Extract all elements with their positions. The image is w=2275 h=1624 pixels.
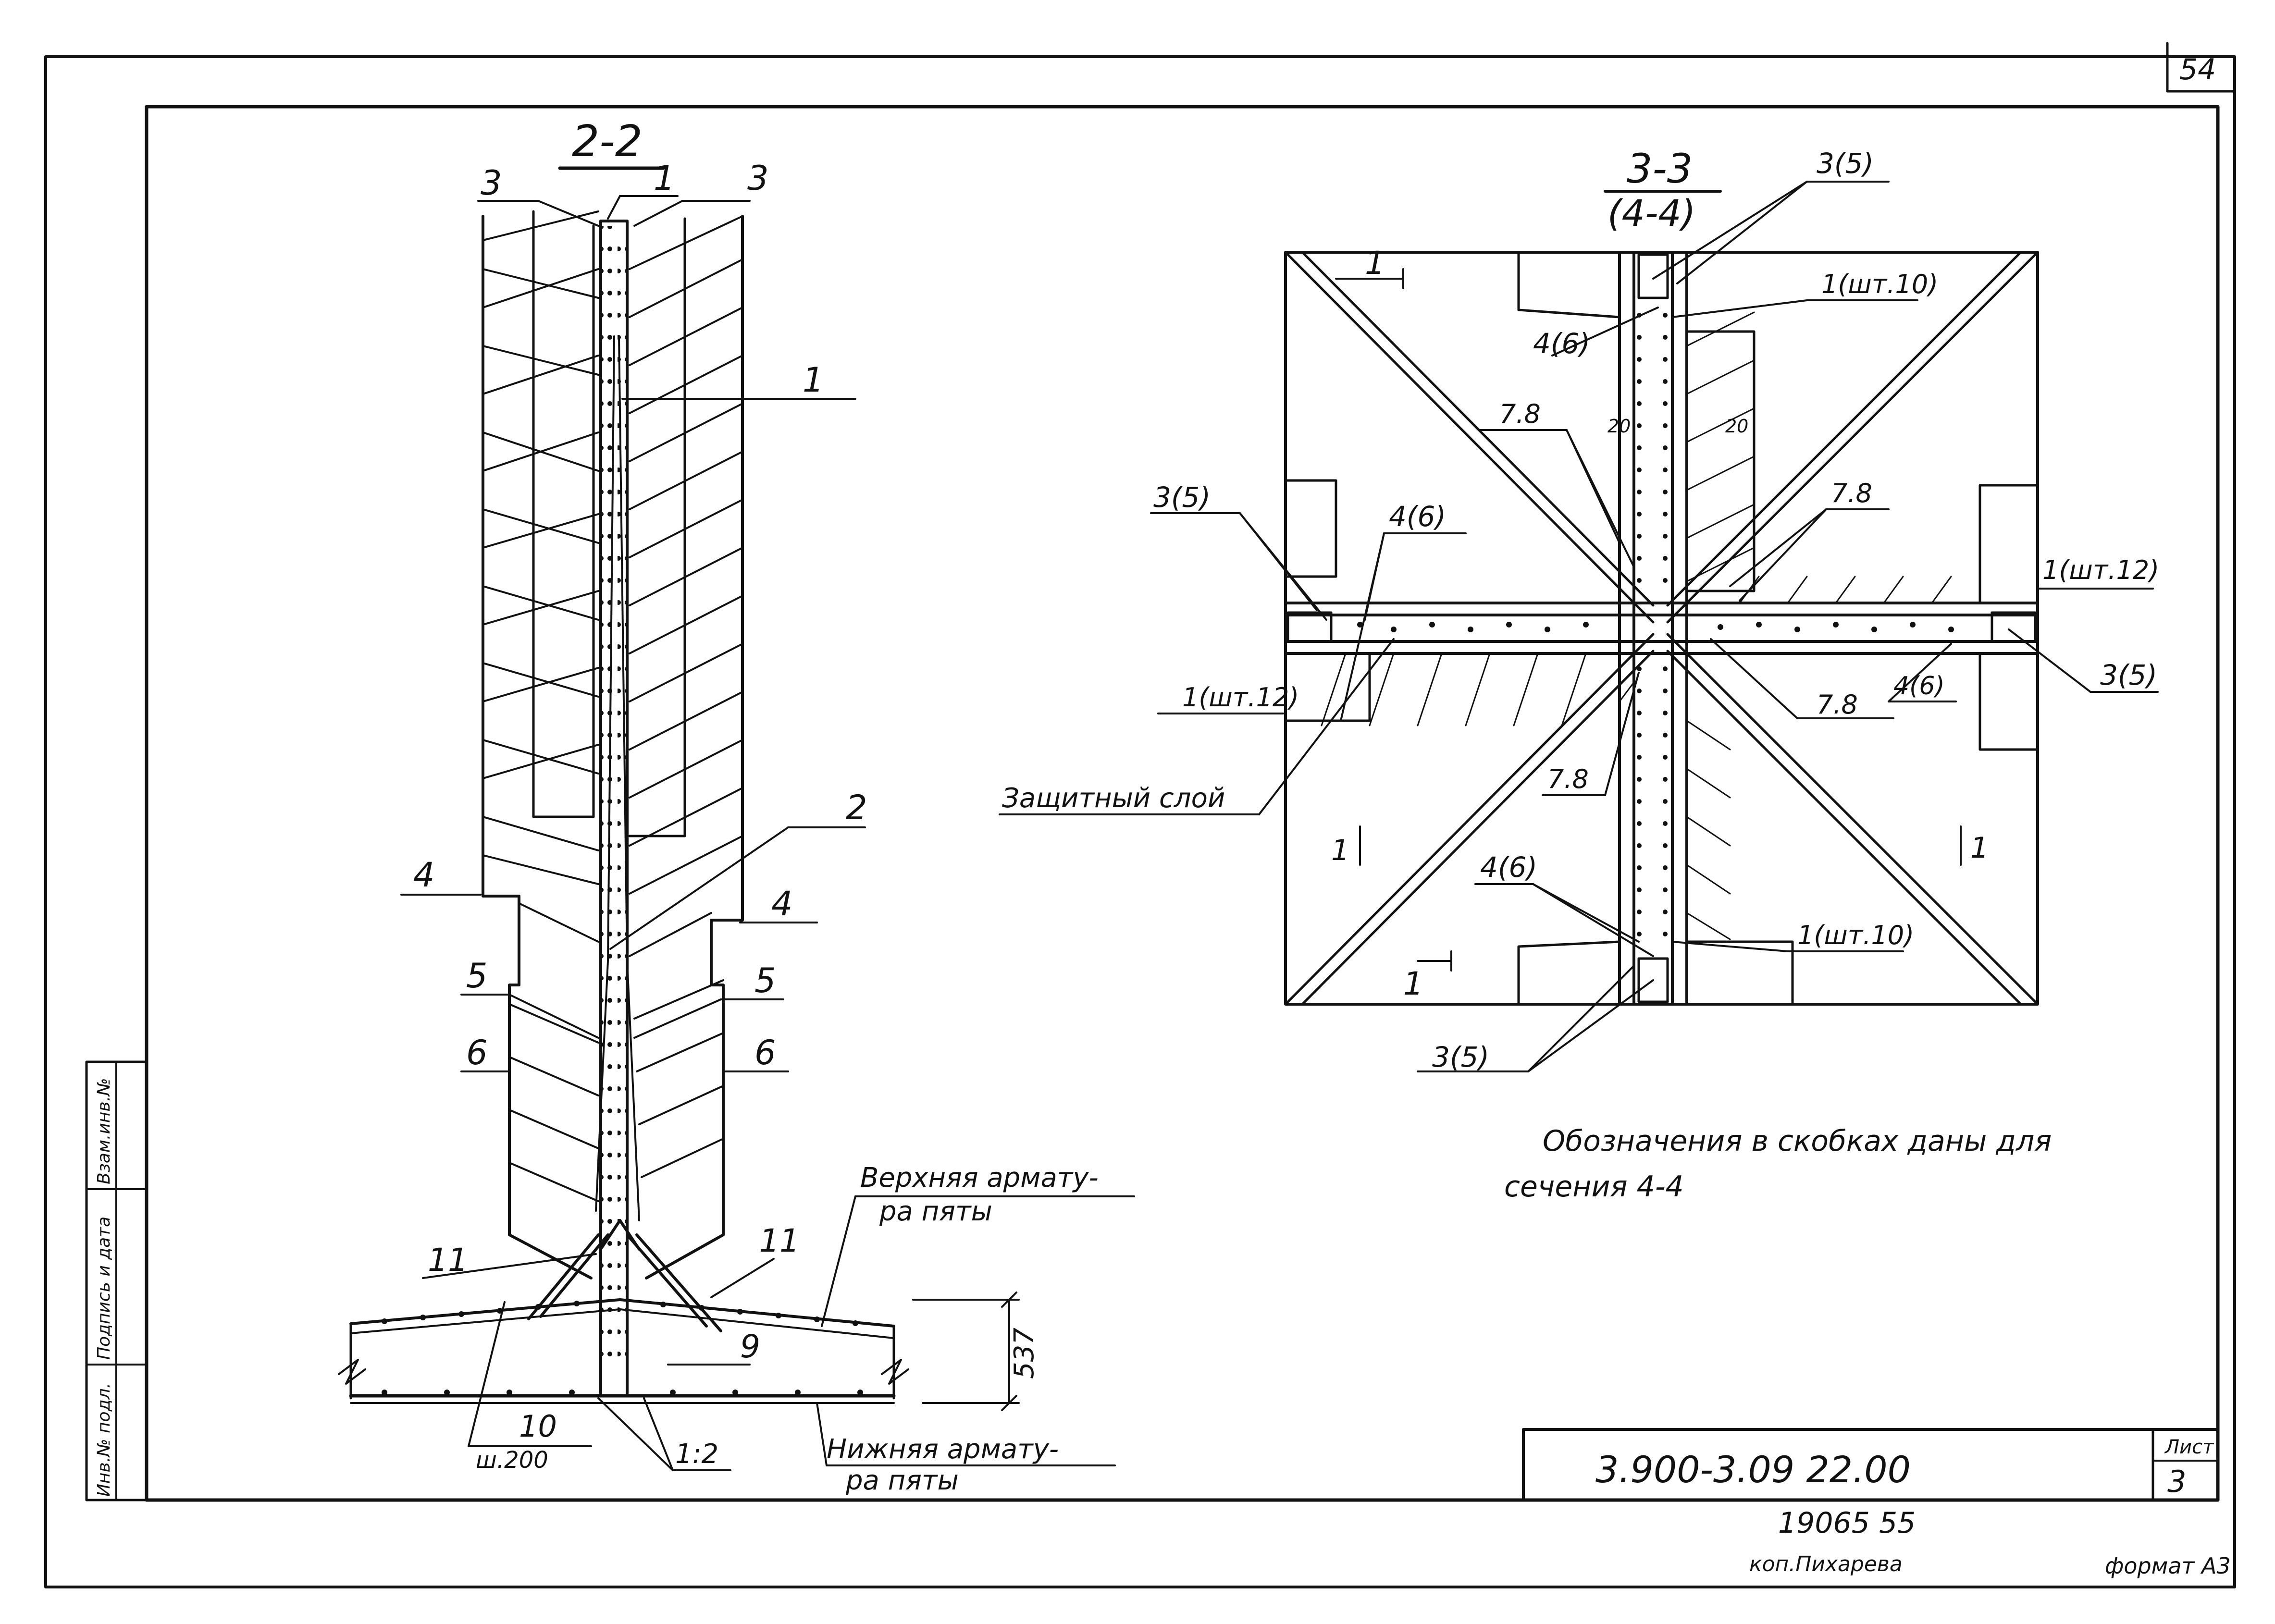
- page-number: 54: [2179, 53, 2216, 86]
- dimension-537: [912, 1292, 1020, 1411]
- label-7-8-bottom: 7.8: [1547, 764, 1589, 794]
- inner-frame: [145, 105, 2220, 1502]
- vertical-wall-hatch: [1619, 311, 1755, 940]
- label-4-6-bottom: 4(6): [1480, 851, 1537, 884]
- label-1-sht10-bottom: 1(шт.10): [1797, 920, 1914, 950]
- rebar-dots-3-3: [1357, 303, 1954, 951]
- adjacent-blocks: [1284, 251, 2039, 1006]
- label-cut-1-top-left: 1: [1365, 245, 1385, 282]
- note-line-2: сечения 4-4: [1504, 1170, 1684, 1204]
- outer-frame: [44, 55, 2236, 1588]
- format-label: формат А3: [2105, 1553, 2231, 1579]
- label-top-rebar-1: Верхняя армату-: [860, 1162, 1099, 1193]
- archive-number: 19065 55: [1778, 1506, 1916, 1540]
- label-1-mid: 1: [803, 360, 824, 400]
- label-7-8-right: 7.8: [1831, 478, 1872, 508]
- horizontal-wall-hatch: [1321, 576, 1952, 726]
- label-3-5-top: 3(5): [1817, 147, 1874, 180]
- stamp-inventory: Инв.№ подл.: [94, 1383, 114, 1497]
- label-1-sht12-right: 1(шт.12): [2042, 555, 2159, 585]
- note-line-1: Обозначения в скобках даны для: [1543, 1124, 2052, 1158]
- vertical-wall: [1618, 251, 1688, 1006]
- label-3-5-left: 3(5): [1153, 481, 1211, 514]
- label-1-top: 1: [654, 159, 675, 198]
- label-4-6-top: 4(6): [1533, 327, 1590, 360]
- label-bottom-rebar-2: ра пяты: [845, 1465, 959, 1496]
- label-top-rebar-2: ра пяты: [879, 1196, 992, 1227]
- hatch-left: [482, 210, 599, 1202]
- label-6-left: 6: [466, 1033, 488, 1072]
- horizontal-wall: [1284, 602, 2039, 655]
- label-3-left: 3: [481, 163, 502, 203]
- label-protective-layer: Защитный слой: [1002, 783, 1225, 814]
- label-10: 10: [519, 1409, 557, 1444]
- diagonal-bars-11: [527, 1219, 722, 1332]
- label-3-5-bottom: 3(5): [1432, 1041, 1489, 1073]
- column-rebar: [602, 226, 627, 1369]
- label-bottom-rebar-1: Нижняя армату-: [827, 1434, 1059, 1465]
- diagonals: [1284, 251, 2039, 1006]
- dim-537: 537: [1009, 1328, 1040, 1379]
- label-cut-1-bottom-right: 1: [1970, 831, 1989, 865]
- label-dim-20b: 20: [1725, 416, 1748, 437]
- footing: [338, 1298, 909, 1404]
- label-3-5-right: 3(5): [2100, 659, 2157, 691]
- label-9: 9: [740, 1328, 760, 1365]
- label-4-left: 4: [413, 855, 435, 895]
- section-2-2: 2-2: [338, 116, 1135, 1496]
- stamp-signature: Подпись и дата: [94, 1217, 114, 1360]
- label-7-8-right-low: 7.8: [1817, 689, 1858, 720]
- label-dim-20a: 20: [1607, 416, 1631, 437]
- label-11-left: 11: [428, 1242, 468, 1279]
- leaders-3-3: [999, 181, 2159, 1072]
- label-5-right: 5: [754, 961, 776, 1000]
- label-cut-1-bottom-left: 1: [1331, 834, 1349, 867]
- label-5-left: 5: [466, 956, 488, 996]
- label-4-right: 4: [771, 884, 793, 923]
- wall-outline: [482, 210, 744, 1395]
- stamp-replace: Взам.инв.№: [94, 1078, 114, 1184]
- label-7-8-left: 7.8: [1499, 399, 1541, 429]
- sheet-number: 3: [2167, 1464, 2186, 1499]
- label-4-6-left: 4(6): [1389, 500, 1446, 533]
- hatch-right: [629, 215, 743, 1178]
- label-4-6-right: 4(6): [1893, 672, 1945, 701]
- section-2-2-title: 2-2: [572, 116, 643, 167]
- label-3-right: 3: [747, 159, 769, 198]
- label-cut-1-foot: 1: [1403, 965, 1423, 1002]
- label-1-sht10-top: 1(шт.10): [1821, 269, 1938, 299]
- section-3-3-title: 3-3: [1627, 145, 1693, 192]
- document-code: 3.900-3.09 22.00: [1595, 1448, 1911, 1491]
- label-slope: 1:2: [675, 1439, 718, 1470]
- section-3-3: 3-3 (4-4): [999, 145, 2159, 1204]
- section-4-4-subtitle: (4-4): [1607, 192, 1695, 234]
- copied-by: коп.Пихарева: [1749, 1552, 1903, 1576]
- page-number-box: 54: [2166, 42, 2236, 93]
- label-11-right: 11: [759, 1222, 800, 1259]
- sheet-label: Лист: [2164, 1436, 2214, 1458]
- label-step: ш.200: [476, 1447, 548, 1474]
- leaders-2-2: [400, 195, 1135, 1471]
- label-6-right: 6: [754, 1033, 776, 1072]
- label-2: 2: [846, 788, 867, 827]
- side-stamp: Инв.№ подл. Подпись и дата Взам.инв.№: [85, 1060, 148, 1501]
- label-1-sht12-left: 1(шт.12): [1182, 682, 1299, 713]
- title-block: 3.900-3.09 22.00 Лист 3 19065 55 коп.Пих…: [1522, 1428, 2231, 1579]
